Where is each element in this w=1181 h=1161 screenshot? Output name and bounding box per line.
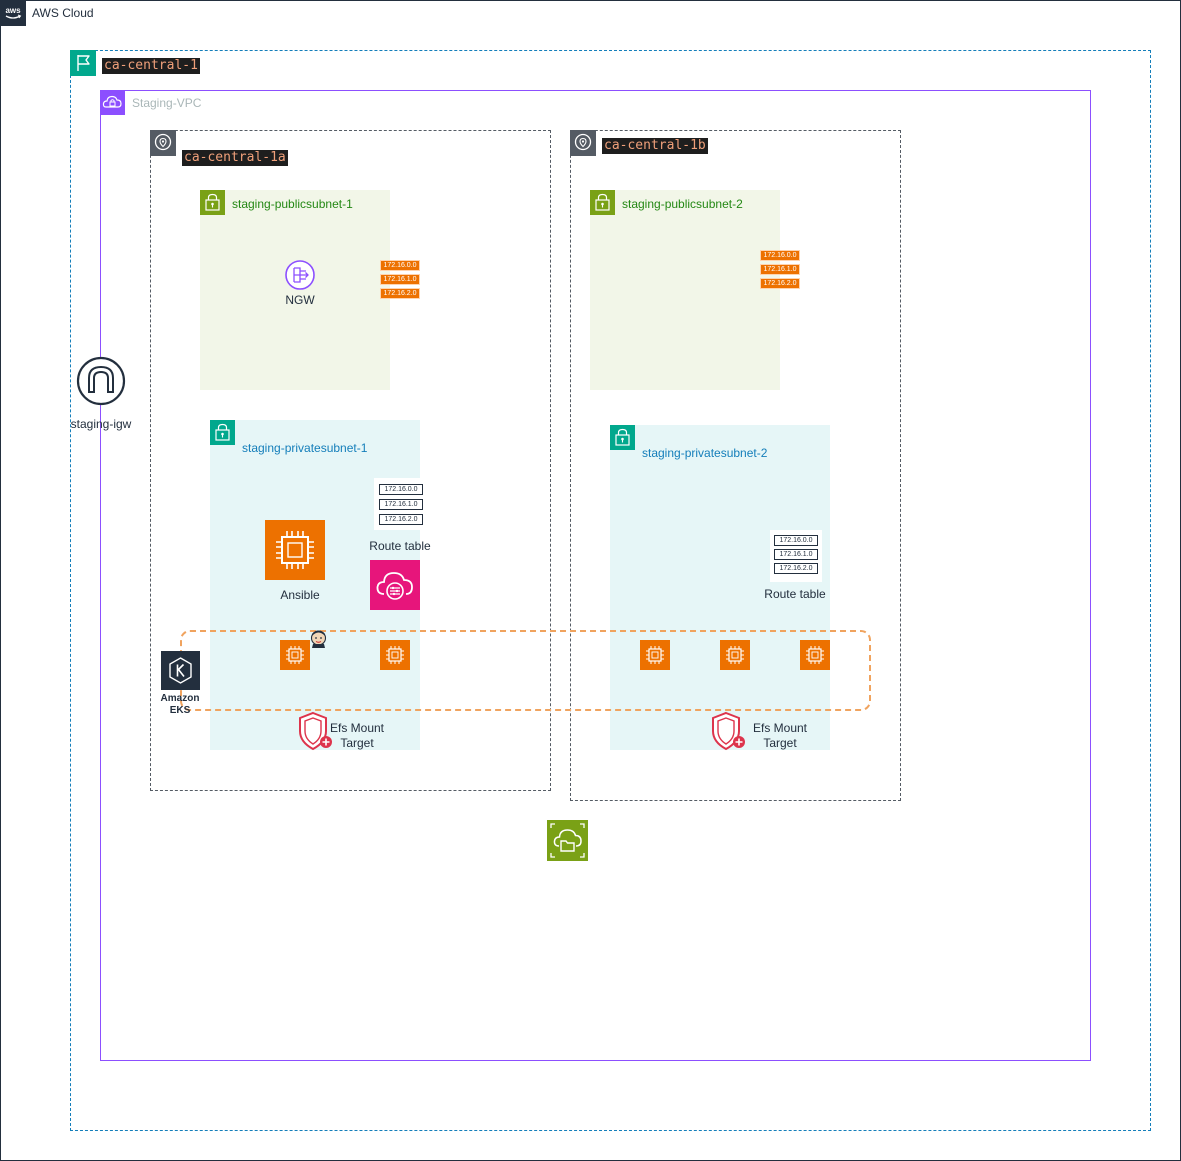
eks-label-line2: EKS [169,705,191,716]
route-entry: 172.16.1.0 [380,274,420,285]
flag-icon [70,50,96,76]
route-table-rows: 172.16.0.0 172.16.1.0 172.16.2.0 [774,535,818,577]
public-subnet-1 [200,190,390,390]
availability-zone-a [150,130,551,791]
ec2-instance-icon [265,520,325,580]
route-table-icon: 172.16.0.0 172.16.1.0 172.16.2.0 [380,260,420,302]
public-subnet-1-label: staging-publicsubnet-1 [232,197,353,211]
route-table-label: Route table [764,587,826,601]
internet-gateway-icon [76,356,126,406]
route-entry: 172.16.0.0 [380,260,420,271]
vpc-label: Staging-VPC [132,96,202,110]
ec2-label: Ansible [280,588,320,602]
public-subnet-2 [590,190,780,390]
lock-icon [200,190,225,215]
route-entry: 172.16.1.0 [760,264,800,275]
ec2-node-icon [720,640,750,670]
az-a-label: ca-central-1a [182,150,288,166]
jenkins-icon [310,630,327,648]
region-group [70,50,1151,1131]
efs-mount-target-label: Efs Mount Target [329,721,385,750]
route-entry: 172.16.0.0 [774,535,818,546]
route-entry: 172.16.1.0 [774,549,818,560]
eks-icon [161,651,200,690]
vpc-group [100,90,1091,1061]
vpc-cloud-icon [100,90,125,115]
efs-mount-target-icon [297,711,334,751]
nat-gateway-icon [284,259,316,291]
ec2-node-icon [380,640,410,670]
lock-icon [590,190,615,215]
efs-mount-target-icon [710,711,747,751]
route-entry: 172.16.2.0 [379,514,423,525]
availability-zone-b [570,130,901,801]
route-table-icon: 172.16.0.0 172.16.1.0 172.16.2.0 [760,250,800,292]
aws-cloud-title: AWS Cloud [32,6,94,20]
private-subnet-1-label: staging-privatesubnet-1 [242,441,368,455]
ec2-node-icon [640,640,670,670]
route-entry: 172.16.2.0 [760,278,800,289]
eks-label-line1: Amazon [160,693,200,704]
public-subnet-2-label: staging-publicsubnet-2 [622,197,743,211]
ec2-node-icon [800,640,830,670]
cloud-management-icon [370,560,420,610]
efs-file-system-icon [547,820,588,861]
route-entry: 172.16.0.0 [379,484,423,495]
route-entry: 172.16.2.0 [380,288,420,299]
private-subnet-2-label: staging-privatesubnet-2 [642,446,768,460]
ec2-node-icon [280,640,310,670]
az-b-label: ca-central-1b [602,138,708,154]
lock-icon [610,425,635,450]
location-pin-icon [150,130,176,156]
efs-mount-target-label: Efs Mount Target [752,721,808,750]
svg-text:aws: aws [5,6,21,15]
region-label: ca-central-1 [102,58,200,74]
route-table-label: Route table [369,539,431,553]
lock-icon [210,420,235,445]
route-table-rows: 172.16.0.0 172.16.1.0 172.16.2.0 [379,484,423,526]
internet-gateway-label: staging-igw [70,417,132,431]
route-entry: 172.16.1.0 [379,499,423,510]
route-entry: 172.16.0.0 [760,250,800,261]
private-subnet-2 [610,425,830,750]
aws-logo-icon: aws [0,0,26,26]
location-pin-icon [570,130,596,156]
nat-gateway-label: NGW [285,293,315,307]
route-entry: 172.16.2.0 [774,563,818,574]
